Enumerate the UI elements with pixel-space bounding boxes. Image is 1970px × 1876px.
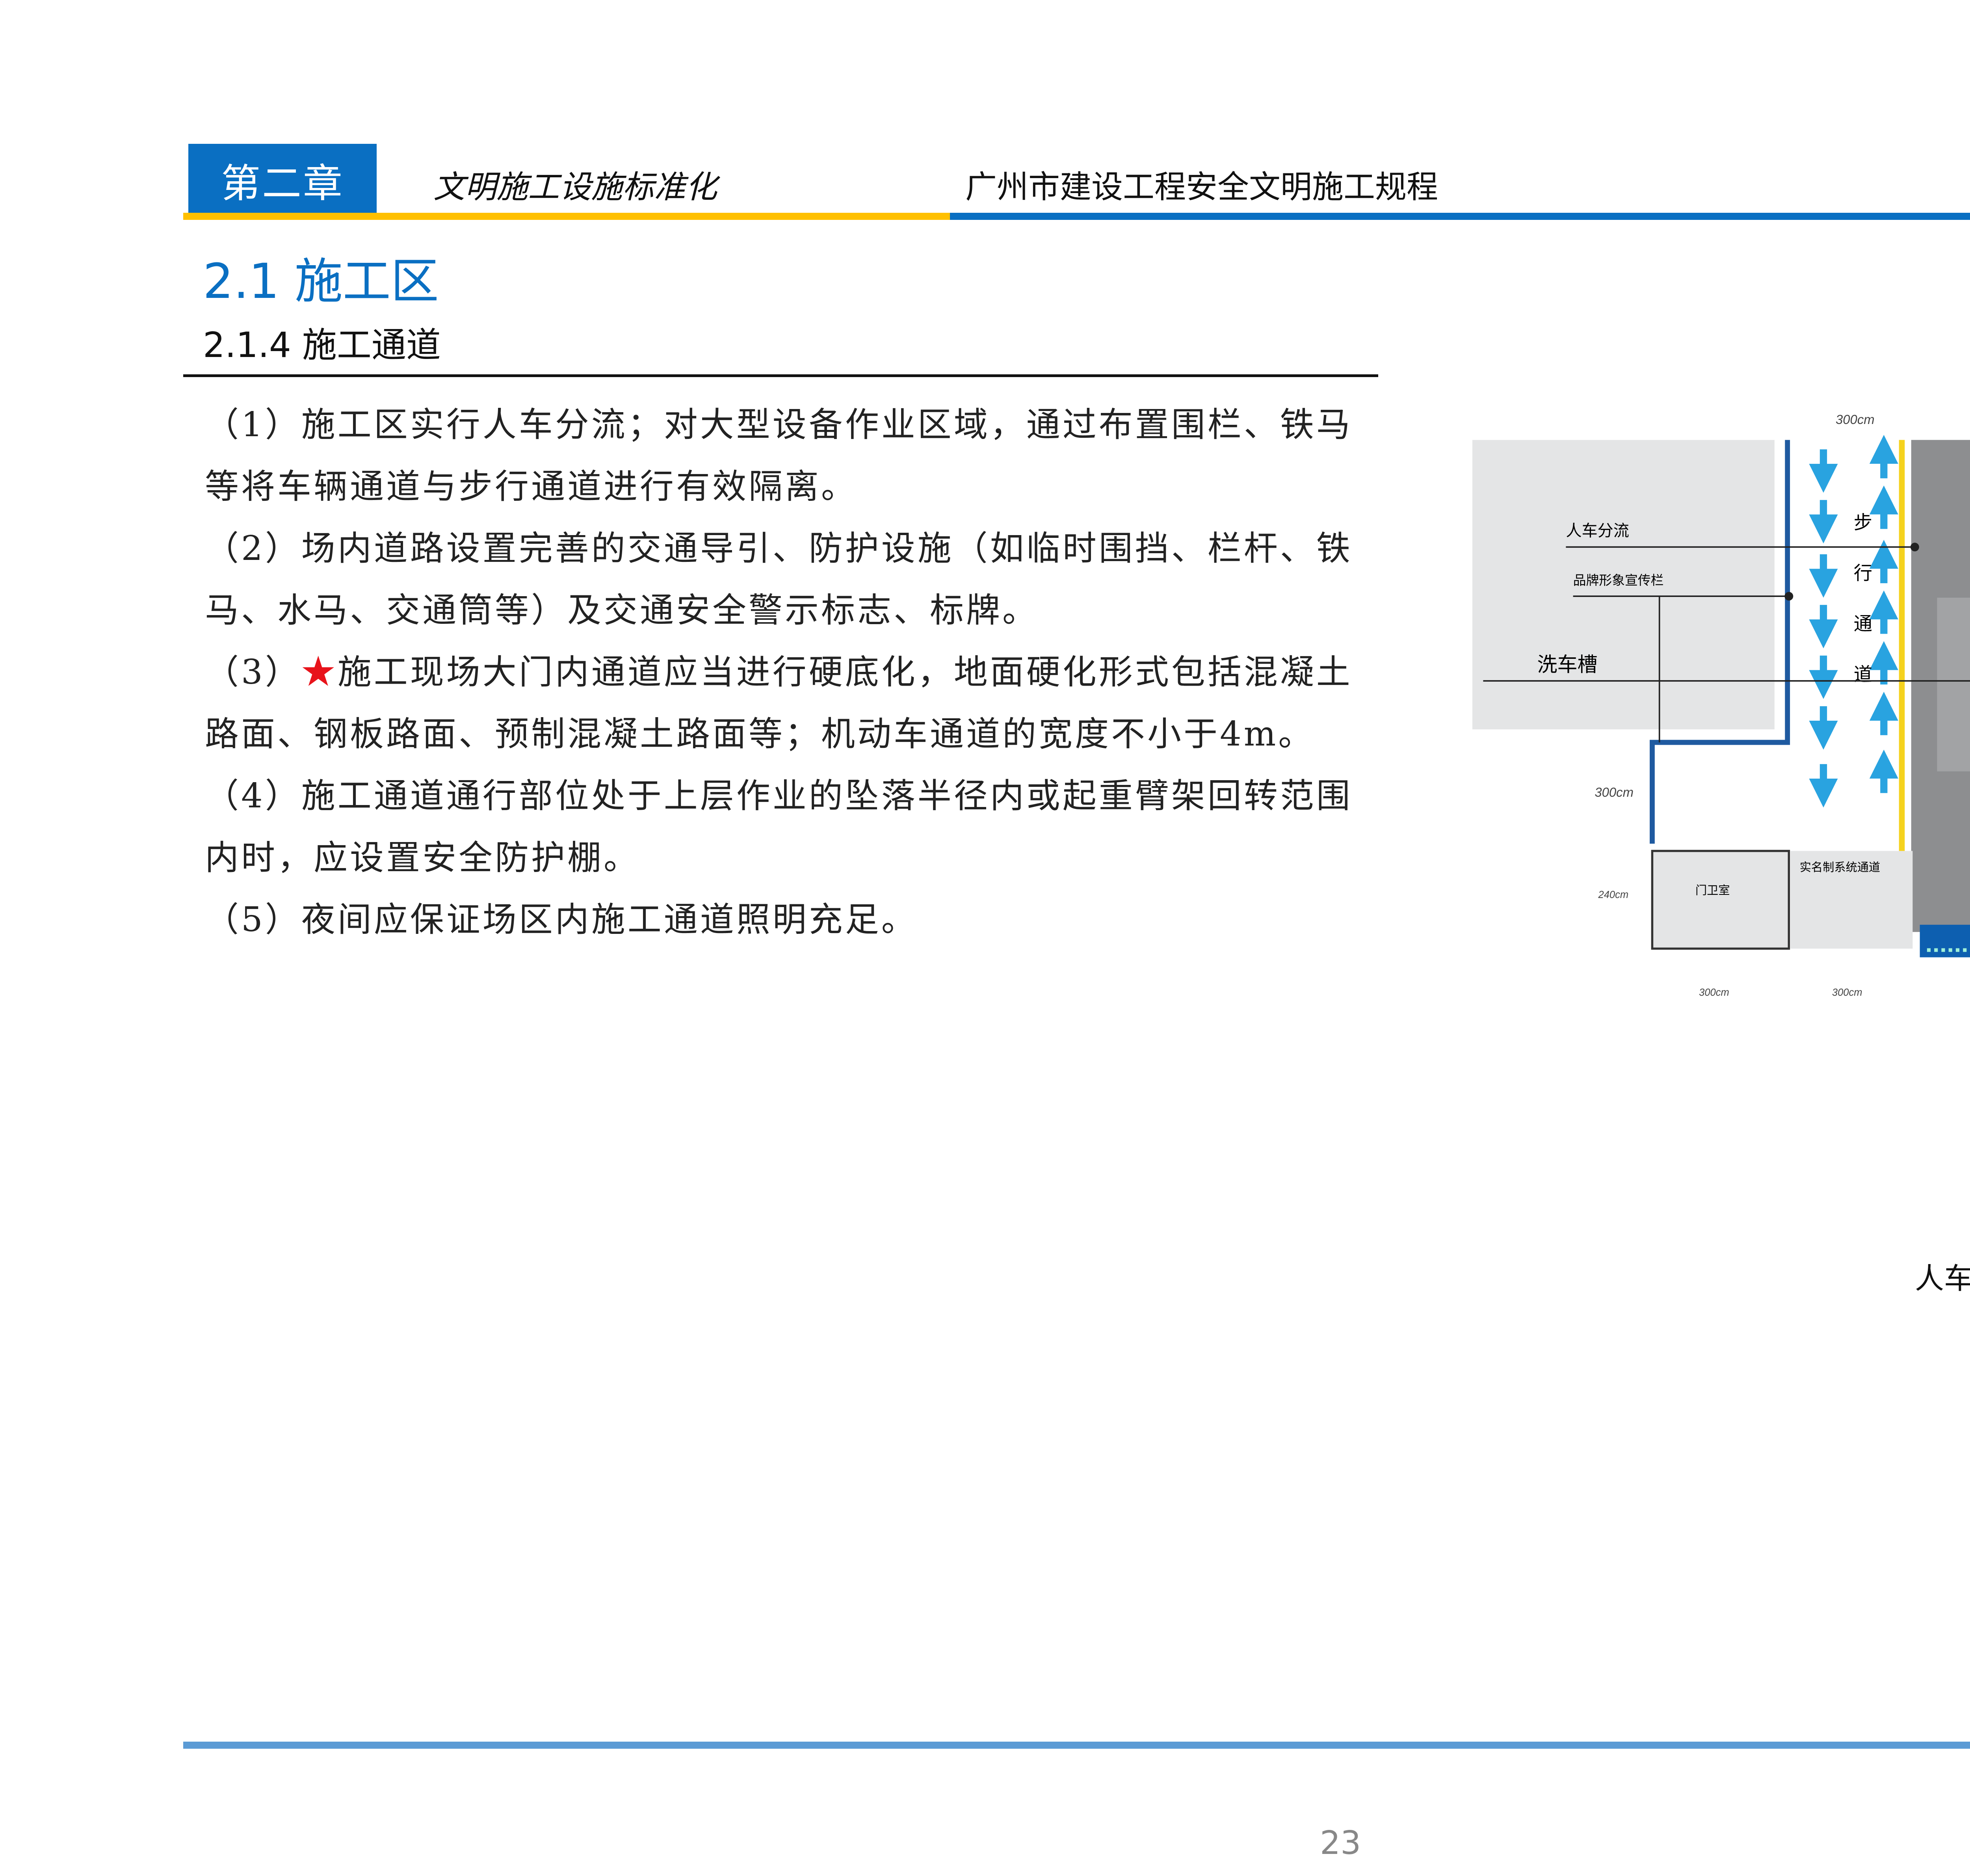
subsection-title: 2.1.4 施工通道 [203, 325, 441, 365]
item-number: （2） [205, 529, 301, 568]
figure-caption: 人车分流示意图 [1915, 1262, 1970, 1296]
walkway-label-1: 步 [1854, 512, 1872, 533]
label-people-vehicle-split: 人车分流 [1566, 522, 1629, 540]
item-number: （4） [205, 776, 301, 816]
item-number: （5） [205, 900, 301, 939]
walkway-label-4: 道 [1854, 664, 1872, 685]
section-title: 2.1 施工区 [203, 253, 439, 309]
guard-room [1651, 850, 1790, 950]
gate-lintel [1920, 924, 1970, 958]
walkway-arrows [1809, 435, 1898, 808]
chapter-badge: 第二章 [188, 144, 377, 216]
item-text: 施工现场大门内通道应当进行硬底化，地面硬化形式包括混凝土路面、钢板路面、预制混凝… [205, 653, 1353, 754]
label-guard-room: 门卫室 [1695, 884, 1730, 897]
item-text: 施工通道通行部位处于上层作业的坠落半径内或起重臂架回转范围内时，应设置安全防护棚… [205, 776, 1353, 878]
label-brand-board: 品牌形象宣传栏 [1573, 573, 1664, 588]
paragraph: （4）施工通道通行部位处于上层作业的坠落半径内或起重臂架回转范围内时，应设置安全… [205, 765, 1387, 889]
car-wash-pad [1937, 597, 1970, 772]
svg-text:240cm: 240cm [1598, 889, 1629, 900]
page-number: 23 [1320, 1824, 1361, 1862]
svg-text:300cm: 300cm [1595, 785, 1634, 799]
paragraph: （3）★施工现场大门内通道应当进行硬底化，地面硬化形式包括混凝土路面、钢板路面、… [205, 641, 1387, 765]
paragraph: （5）夜间应保证场区内施工通道照明充足。 [205, 889, 1387, 951]
item-number: （3） [205, 653, 301, 692]
item-text: 场内道路设置完善的交通导引、防护设施（如临时围挡、栏杆、铁马、水马、交通筒等）及… [205, 529, 1353, 630]
paragraph: （2）场内道路设置完善的交通导引、防护设施（如临时围挡、栏杆、铁马、水马、交通筒… [205, 518, 1387, 641]
subsection-rule [183, 374, 1378, 377]
label-realname-channel: 实名制系统通道 [1800, 861, 1880, 874]
header-divider-yellow [183, 213, 950, 220]
dimension-labels: 300cm 750cm 300cm 240cm 300cm 300cm 800c… [1595, 412, 1875, 998]
item-text: 夜间应保证场区内施工通道照明充足。 [301, 900, 918, 939]
chapter-subtitle: 文明施工设施标准化 [433, 169, 717, 205]
walkway-label-2: 行 [1854, 563, 1872, 584]
fence-line [1650, 440, 1790, 844]
body-text: （1）施工区实行人车分流；对大型设备作业区域，通过布置围栏、铁马等将车辆通道与步… [205, 394, 1387, 951]
item-text: 施工区实行人车分流；对大型设备作业区域，通过布置围栏、铁马等将车辆通道与步行通道… [205, 405, 1353, 506]
svg-text:300cm: 300cm [1832, 987, 1862, 998]
star-icon: ★ [301, 653, 338, 692]
svg-text:300cm: 300cm [1836, 412, 1875, 427]
svg-text:300cm: 300cm [1699, 987, 1729, 998]
header-divider-blue [950, 213, 1970, 220]
item-number: （1） [205, 405, 301, 444]
document-title: 广州市建设工程安全文明施工规程 [965, 169, 1438, 205]
realname-channel [1790, 851, 1913, 949]
paragraph: （1）施工区实行人车分流；对大型设备作业区域，通过布置围栏、铁马等将车辆通道与步… [205, 394, 1387, 518]
label-car-wash: 洗车槽 [1537, 653, 1597, 676]
walkway-label-3: 通 [1854, 614, 1872, 634]
people-vehicle-diagram: 步 行 通 道 车 辆 通 道 人车分流 品牌形象宣传栏 洗车槽 门卫室 实名制… [1472, 412, 1970, 998]
footer-divider [183, 1742, 1970, 1749]
separator-yellow [1899, 440, 1905, 889]
